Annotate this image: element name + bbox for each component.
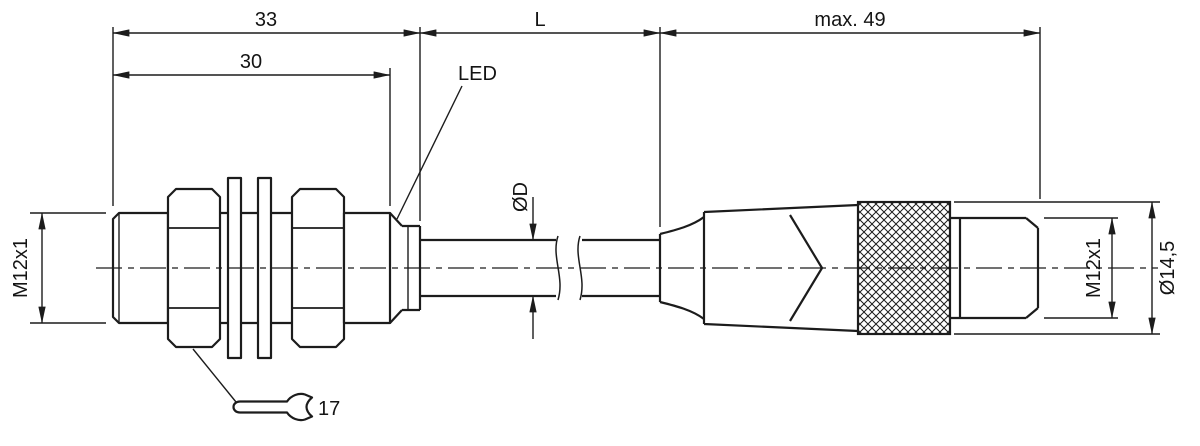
led-callout: LED [396,63,497,220]
cable [420,235,660,301]
sensor-end-cap [389,212,422,324]
led-leader-line [396,85,463,220]
dim-label-connector-thread: M12x1 [1083,238,1105,298]
dim-label-sensor-thread: M12x1 [10,238,32,298]
dim-label-cable-diameter: ØD [510,182,532,212]
cable-break-lines [555,235,583,301]
hex-nut-1-facets [168,227,220,309]
dim-label-cable-length: L [534,9,545,31]
dim-label-total-length: 33 [255,9,277,31]
wrench-leader-line [192,348,237,403]
connector-thread [950,216,1040,320]
extension-lines [30,27,1160,335]
dimensions: 33 L max. 49 30 M12x1 ØD M12x1 Ø14,5 [10,9,1179,339]
wrench-icon [232,392,314,422]
barrel-segments [220,211,292,325]
dim-label-connector-diameter: Ø14,5 [1157,241,1179,295]
led-label: LED [458,63,497,85]
cable-outline [420,238,660,298]
wrench-size-label: 17 [318,398,340,420]
dim-label-connector-length: max. 49 [814,9,885,31]
wrench-callout: 17 [192,348,340,422]
hex-nut-2-facets [292,227,344,309]
dim-label-thread-length: 30 [240,51,262,73]
